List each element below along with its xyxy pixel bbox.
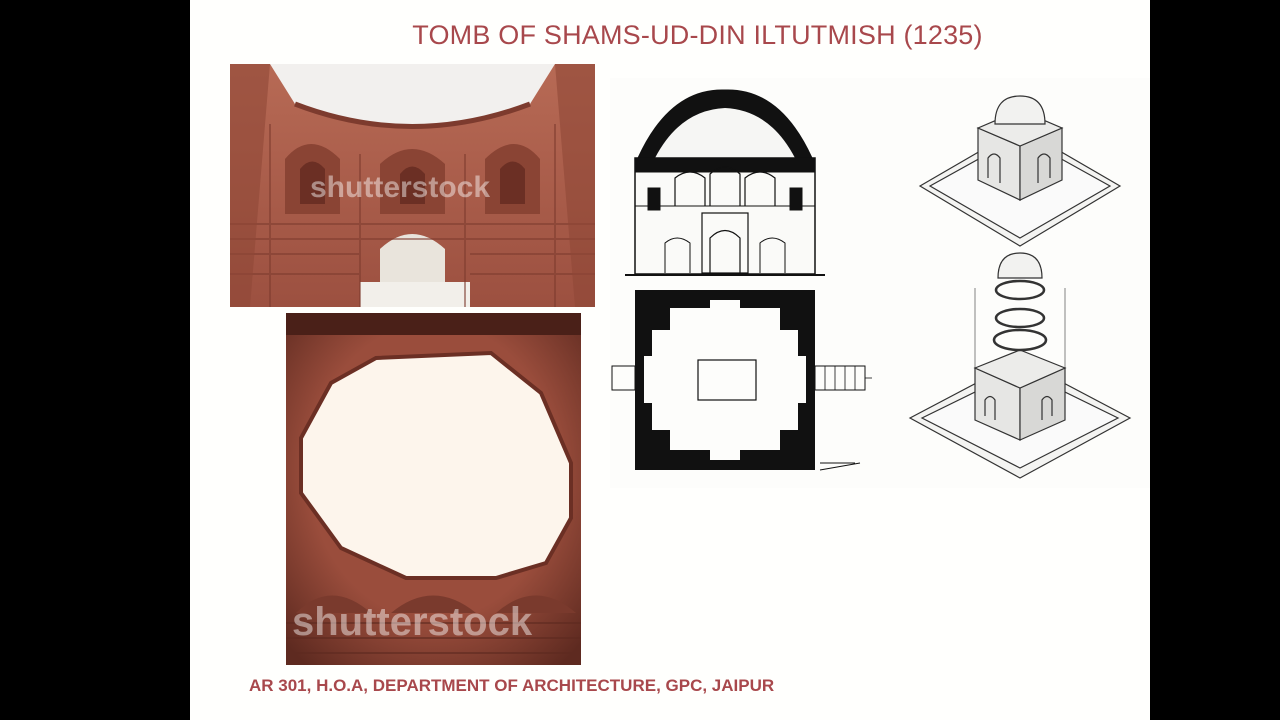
axonometric-exploded-drawing bbox=[908, 252, 1132, 479]
section-elevation-drawing bbox=[625, 89, 825, 276]
slide: TOMB OF SHAMS-UD-DIN ILTUTMISH (1235) bbox=[190, 0, 1150, 720]
ceiling-photo: shutterstock bbox=[286, 313, 581, 665]
interior-photo: shutterstock bbox=[230, 64, 595, 307]
floor-plan-drawing bbox=[611, 290, 872, 471]
slide-footer: AR 301, H.O.A, DEPARTMENT OF ARCHITECTUR… bbox=[249, 676, 775, 695]
watermark-text: shutterstock bbox=[310, 171, 490, 204]
watermark-text: shutterstock bbox=[292, 600, 533, 644]
architectural-drawings bbox=[610, 78, 1150, 488]
axonometric-exterior-drawing bbox=[918, 95, 1122, 247]
slide-title: TOMB OF SHAMS-UD-DIN ILTUTMISH (1235) bbox=[412, 20, 983, 50]
